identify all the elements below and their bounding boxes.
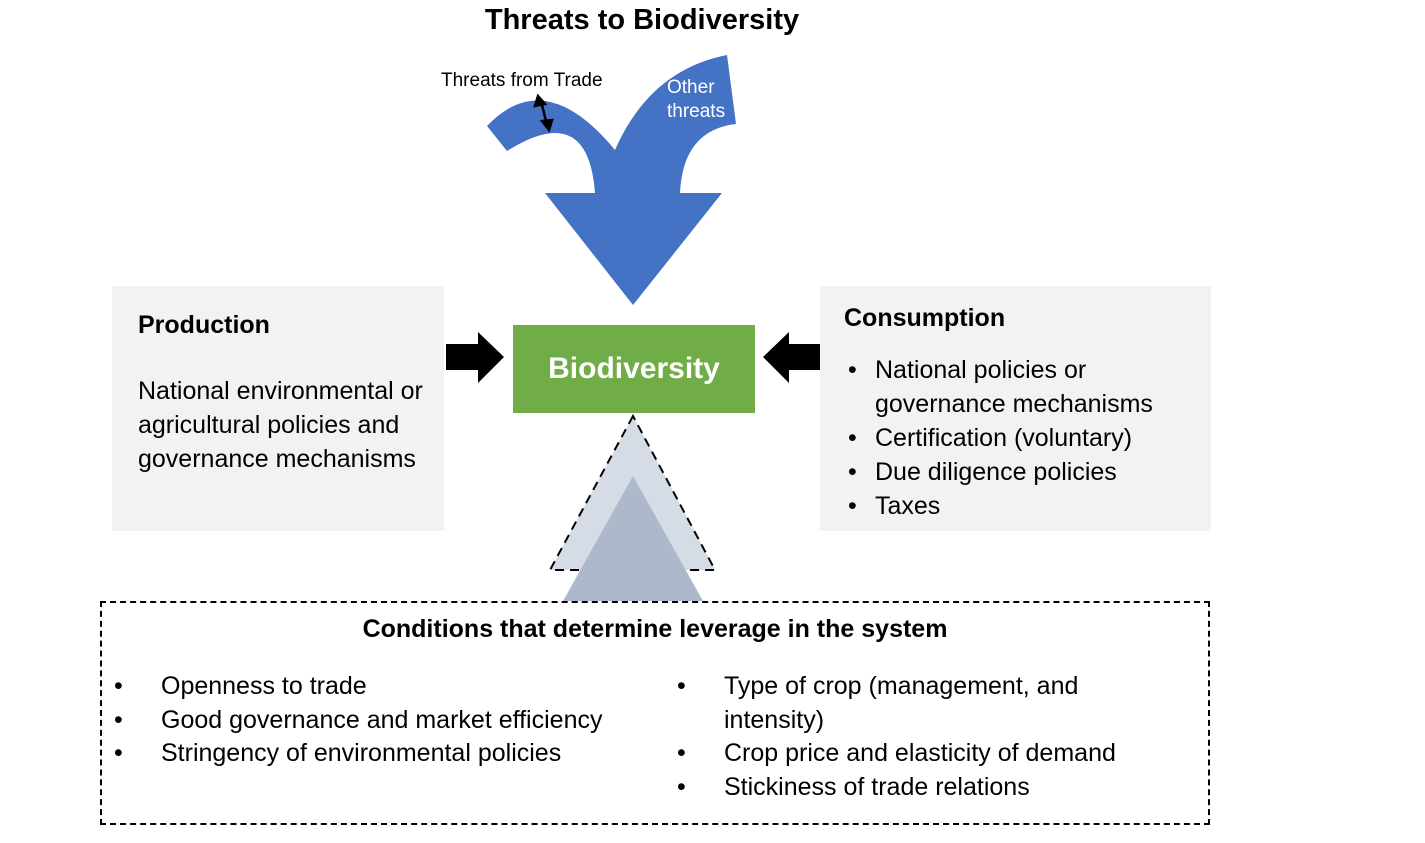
list-item: Taxes — [844, 489, 1204, 523]
production-arrow — [446, 332, 504, 383]
consumption-panel: Consumption National policies or governa… — [820, 286, 1211, 531]
threats-arrow — [487, 55, 736, 305]
consumption-list: National policies or governance mechanis… — [844, 353, 1204, 523]
production-text: National environmental or agricultural p… — [138, 377, 423, 473]
double-arrow-icon — [533, 93, 554, 133]
other-threats-label: Other threats — [667, 77, 726, 122]
threats-from-trade-label: Threats from Trade — [441, 70, 603, 91]
consumption-arrow — [763, 332, 820, 383]
list-item: Due diligence policies — [844, 455, 1204, 489]
list-item: Stickiness of trade relations — [665, 771, 1145, 805]
list-item: Stringency of environmental policies — [102, 737, 622, 771]
list-item: Certification (voluntary) — [844, 421, 1204, 455]
list-item: Openness to trade — [102, 670, 622, 704]
biodiversity-box: Biodiversity — [513, 325, 755, 413]
list-item: Type of crop (management, and intensity) — [665, 670, 1145, 737]
leverage-triangle-inner — [563, 476, 703, 601]
list-item: Good governance and market efficiency — [102, 704, 622, 738]
conditions-left-list: Openness to trade Good governance and ma… — [102, 670, 622, 771]
consumption-heading: Consumption — [844, 304, 1006, 332]
conditions-box: Conditions that determine leverage in th… — [100, 601, 1210, 825]
list-item: National policies or governance mechanis… — [844, 353, 1204, 421]
production-heading: Production — [138, 311, 270, 339]
production-panel: Production National environmental or agr… — [112, 286, 444, 531]
list-item: Crop price and elasticity of demand — [665, 737, 1145, 771]
diagram-title: Threats to Biodiversity — [484, 4, 800, 36]
conditions-right-list: Type of crop (management, and intensity)… — [665, 670, 1145, 804]
conditions-heading: Conditions that determine leverage in th… — [362, 615, 948, 643]
